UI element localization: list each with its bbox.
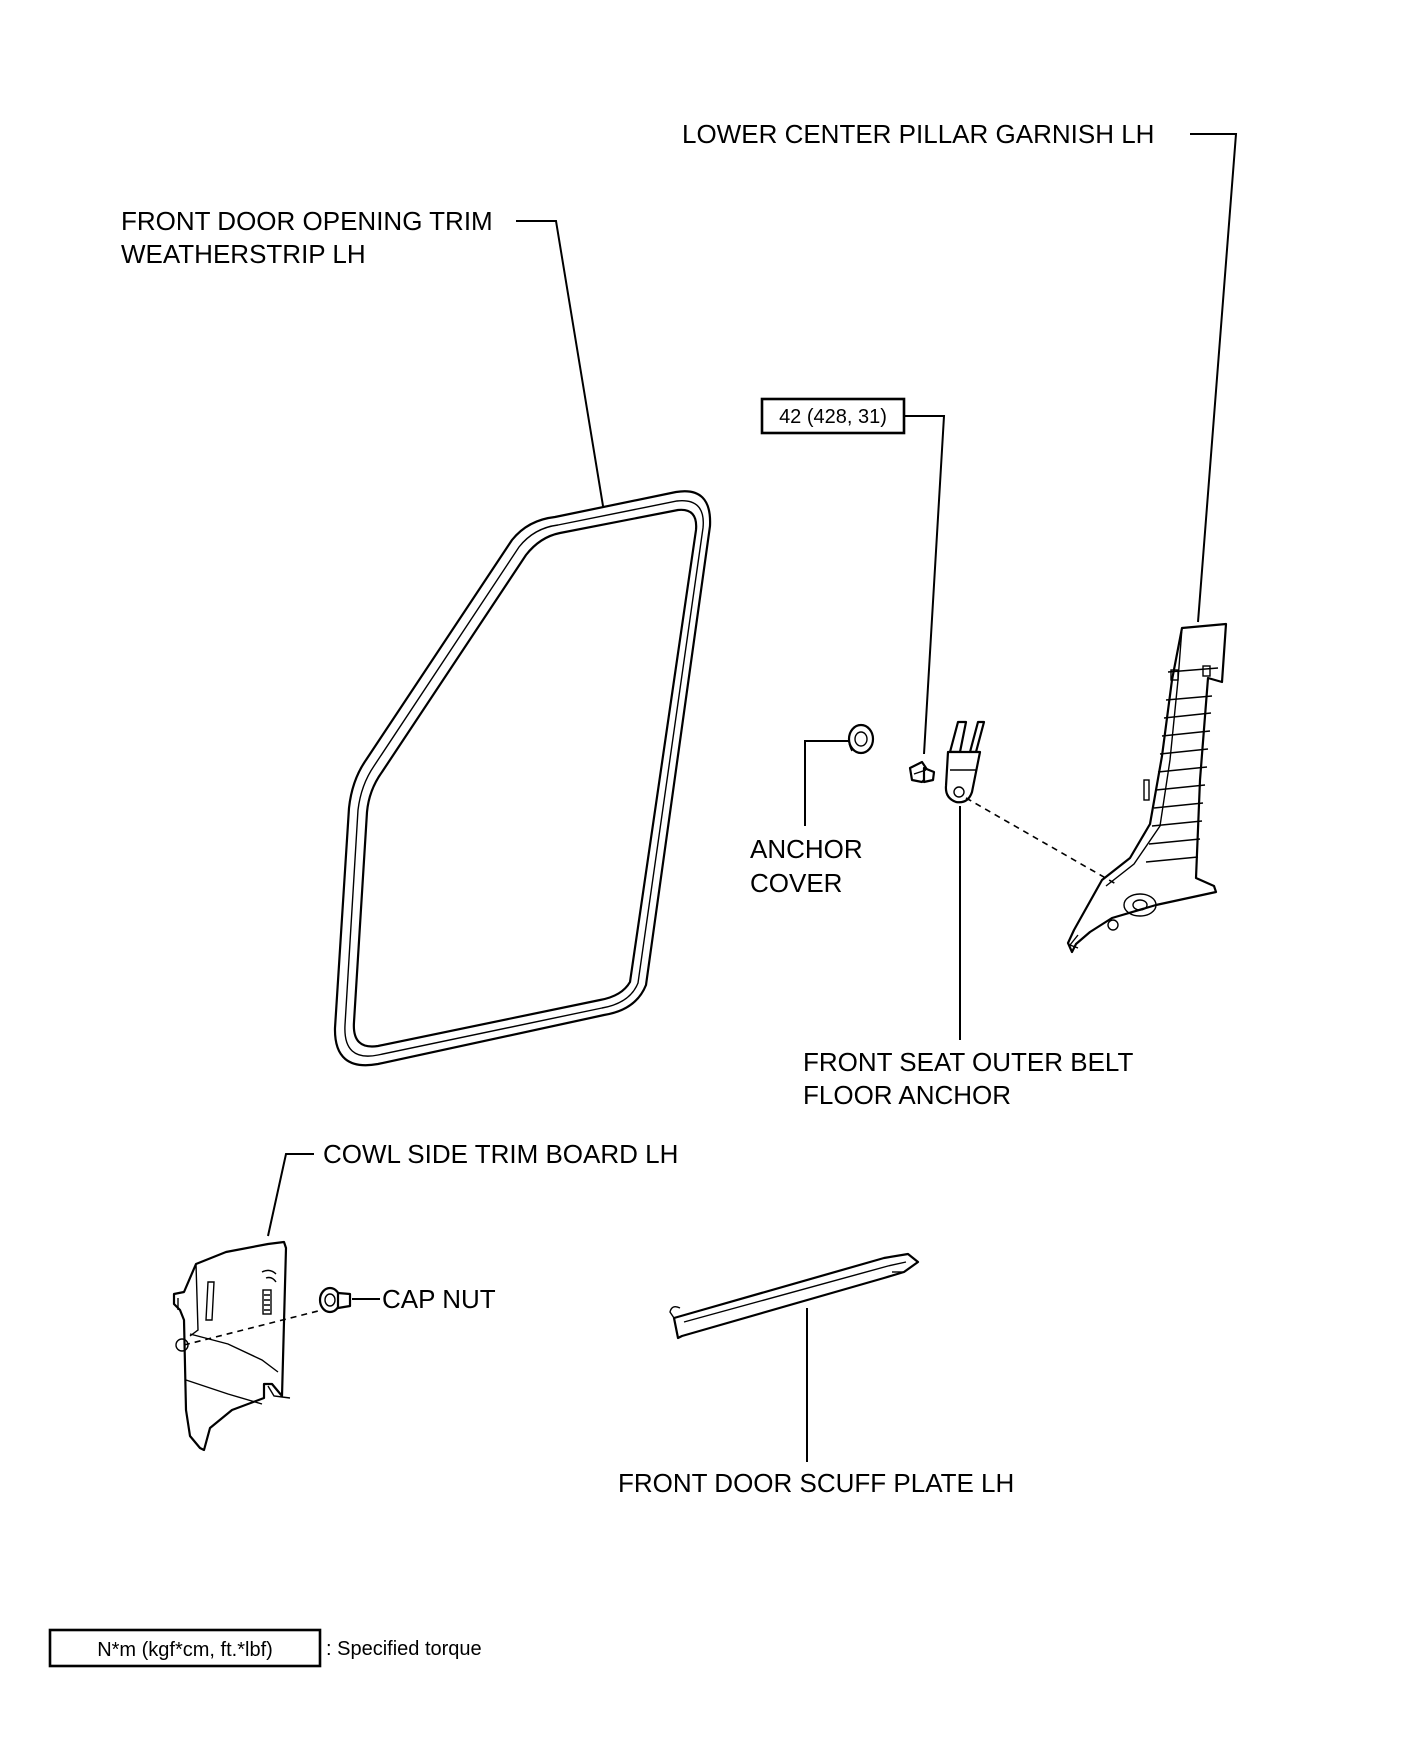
label-cap-nut: CAP NUT — [382, 1284, 496, 1314]
cowl-side-trim-board-part — [172, 1240, 291, 1452]
label-anchor-cover-line1: ANCHOR — [750, 834, 863, 864]
torque-spec-box: 42 (428, 31) — [760, 397, 906, 435]
front-door-scuff-plate-part — [669, 1252, 920, 1340]
label-anchor-cover-line2: COVER — [750, 868, 842, 898]
leader-cowl-side — [267, 1153, 314, 1237]
label-scuff-plate: FRONT DOOR SCUFF PLATE LH — [618, 1468, 1014, 1498]
leader-lower-center-pillar — [1190, 133, 1238, 623]
lower-center-pillar-garnish-part — [1066, 622, 1228, 954]
label-weatherstrip-line1: FRONT DOOR OPENING TRIM — [121, 206, 493, 236]
label-belt-anchor-line1: FRONT SEAT OUTER BELT — [803, 1047, 1133, 1077]
label-cowl-side-trim-board: COWL SIDE TRIM BOARD LH — [323, 1139, 678, 1169]
dashed-guide-belt-to-pillar — [965, 797, 1117, 885]
cap-nut-part — [318, 1286, 352, 1314]
anchor-cover-part — [847, 723, 875, 755]
label-lower-center-pillar-garnish: LOWER CENTER PILLAR GARNISH LH — [682, 119, 1154, 149]
torque-value: 42 (428, 31) — [779, 406, 887, 428]
leader-anchor-cover — [804, 740, 849, 826]
legend-description: : Specified torque — [326, 1638, 482, 1660]
label-belt-anchor-line2: FLOOR ANCHOR — [803, 1080, 1011, 1110]
legend-unit-box: N*m (kgf*cm, ft.*lbf) — [97, 1639, 273, 1661]
label-weatherstrip-line2: WEATHERSTRIP LH — [121, 239, 366, 269]
belt-floor-anchor-part — [944, 720, 986, 804]
dashed-guide-capnut-to-board — [183, 1309, 323, 1346]
leader-torque — [904, 415, 946, 755]
anchor-bolt-part — [908, 760, 936, 784]
leader-weatherstrip — [516, 220, 605, 513]
door-opening-weatherstrip-part — [333, 490, 712, 1067]
legend: N*m (kgf*cm, ft.*lbf) : Specified torque — [48, 1628, 482, 1668]
